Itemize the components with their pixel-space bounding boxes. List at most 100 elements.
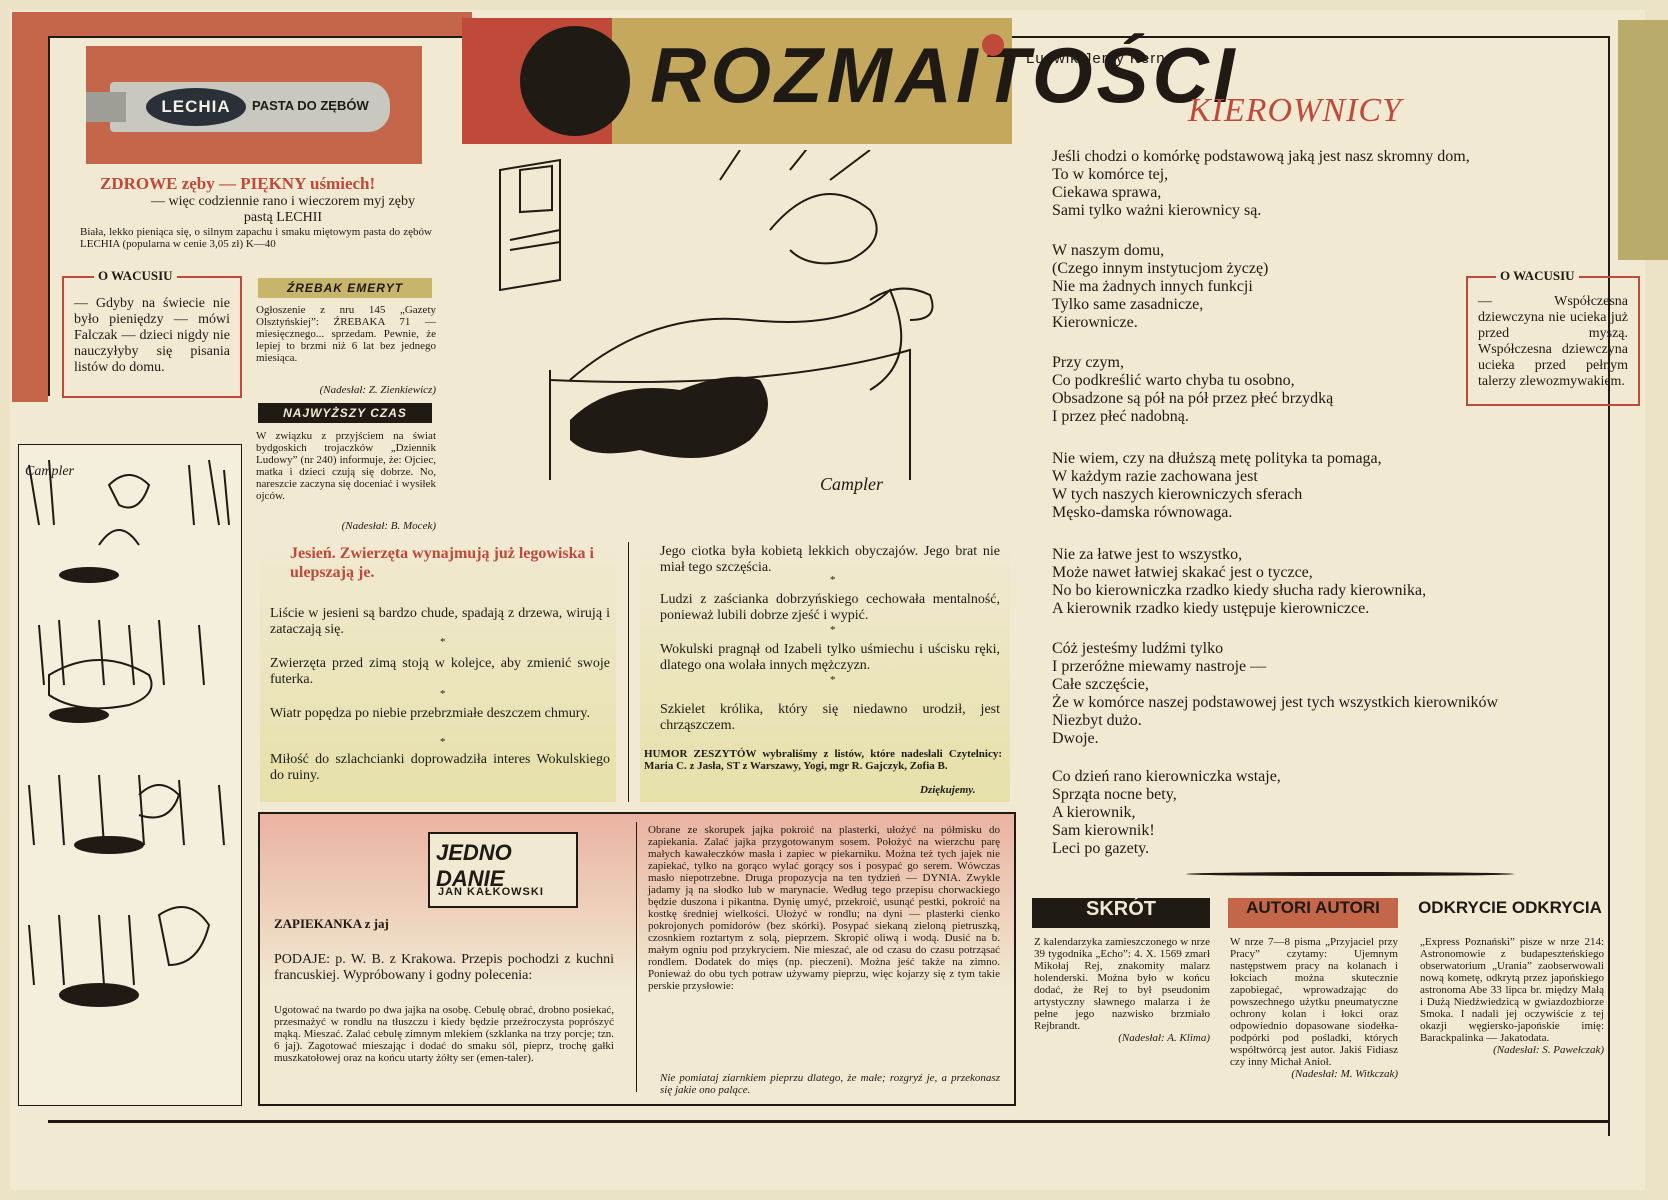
aphorism-right-1: Jego ciotka była kobietą lekkich obyczaj… [660,544,1000,575]
skrot-heading: SKRÓT [1032,898,1210,928]
poem-line: Cóż jesteśmy ludźmi tylko [1052,640,1224,657]
star-separator: * [440,688,446,700]
poem-line: W tych naszych kierowniczych sferach [1052,486,1303,503]
man-body [769,193,878,265]
najwyzszy-heading: NAJWYŻSZY CZAS [258,403,432,423]
poem-line: No bo kierowniczka rzadko kiedy słucha r… [1052,582,1427,599]
recipe-body-left: Ugotować na twardo po dwa jajka na osobę… [274,1004,614,1064]
wacusiu-left-heading: O WACUSIU [94,268,177,284]
poem-line: Że w komórce naszej podstawowej jest tyc… [1052,694,1499,711]
frame-line-right [1608,36,1610,1136]
title-black-blob [520,26,630,136]
orange-border-left [12,12,48,402]
humor-credits: HUMOR ZESZYTÓW wybraliśmy z listów, któr… [644,748,1002,772]
hole-1 [59,567,119,583]
poem-line: W naszym domu, [1052,242,1165,259]
recipe-logo-author: JAN KAŁKOWSKI [438,886,544,898]
poem-stanza-1: Jeśli chodzi o komórkę podstawową jaką j… [1052,148,1470,220]
figure-4 [157,906,211,967]
recipe-body-right: Obrane ze skorupek jajka pokroić na plas… [648,824,1000,992]
poem-line: Co dzień rano kierowniczka wstaje, [1052,768,1281,785]
figure-1 [98,474,151,546]
aphorisms-left-bg [260,542,616,802]
autori-signature: (Nadesłał: M. Witkczak) [1291,1068,1398,1080]
odkrycie-text: „Express Poznański” pisze w nrze 214: As… [1420,936,1604,1044]
recipe-separator [636,822,637,1092]
skrot-signature: (Nadesłał: A. Klima) [1118,1032,1210,1044]
recipe-box [258,812,1016,1106]
poem-line: W każdym razie zachowana jest [1052,468,1258,485]
grass-lines-2 [38,619,205,686]
poem-stanza-5: Nie za łatwe jest to wszystko, Może nawe… [1052,546,1426,618]
shelf-lines [509,229,561,251]
aphorism-left-2: Zwierzęta przed zimą stoją w kolejce, ab… [270,656,610,687]
recipe-logo-title: JEDNO DANIE [436,840,512,891]
odkrycie-heading: ODKRYCIE ODKRYCIA [1418,898,1602,917]
star-separator: * [440,636,446,648]
aphorism-right-3: Wokulski pragnął od Izabeli tylko uśmiec… [660,642,1000,673]
poem-line: I przez płeć nadobną. [1052,408,1189,425]
recipe-title: ZAPIEKANKA z jaj [274,916,389,931]
poem-line: Co podkreślić warto chyba tu osobno, [1052,372,1295,389]
zrebak-heading: ŹREBAK EMERYT [258,278,432,298]
orange-border-top [12,12,472,36]
poem-line: Nie ma żadnych innych funkcji [1052,278,1253,295]
poem-line: Całe szczęście, [1052,676,1149,693]
ad-product: PASTA DO ZĘBÓW [252,98,369,113]
autori-text: W nrze 7—8 pisma „Przyjaciel przy Pracy”… [1230,936,1398,1068]
poem-stanza-7: Co dzień rano kierowniczka wstaje, Sprzą… [1052,768,1281,858]
svg-text:Campler: Campler [25,464,75,479]
poem-line: Nie wiem, czy na dłuższą metę polityka t… [1052,450,1382,467]
poem-line: (Czego innym instytucjom życzę) [1052,260,1269,277]
poem-title: KIEROWNICY [1188,92,1402,129]
bed-frame [549,348,911,480]
skrot-box: Z kalendarzyka zamieszczonego w nrze 39 … [1034,936,1210,1044]
cartoon-strip: Campler [18,444,242,1106]
poem-line: Przy czym, [1052,354,1124,371]
poem-author: Ludwik Jerzy Kern [1026,50,1166,67]
wacusiu-left-box: O WACUSIU — Gdyby na świecie nie było pi… [62,268,242,398]
svg-text:Campler: Campler [820,474,884,494]
recipe-logo: JEDNO DANIE JAN KAŁKOWSKI [428,832,578,908]
figure-3-head [138,784,181,819]
poem-line: Obsadzone są pół na pół przez płeć brzyd… [1052,390,1334,407]
odkrycie-signature: (Nadesłał: S. Pawełczak) [1493,1044,1604,1056]
autori-box: W nrze 7—8 pisma „Przyjaciel przy Pracy”… [1230,936,1398,1080]
door-outline [499,158,561,292]
grass-lines-4 [28,914,135,986]
poem-stanza-3: Przy czym, Co podkreślić warto chyba tu … [1052,354,1333,426]
aphorism-left-4: Miłość do szlachcianki doprowadziła inte… [270,752,610,783]
frame-line-bottom [48,1120,1608,1123]
poem-stanza-4: Nie wiem, czy na dłuższą metę polityka t… [1052,450,1382,522]
frame-line-left [48,36,50,396]
poem-line: Kierownicze. [1052,314,1138,331]
aphorism-right-4: Szkielet królika, który się niedawno uro… [660,702,1000,733]
najwyzszy-signature: (Nadesłał: B. Mocek) [341,520,436,532]
bear-body [570,376,768,458]
bear-bed-cartoon: Campler [499,150,934,494]
poem-line: Leci po gazety. [1052,840,1150,857]
tiger-figure [48,659,153,710]
poem-line: Może nawet łatwiej skakać jest o tyczce, [1052,564,1313,581]
star-separator: * [830,674,836,686]
poem-line: Sami tylko ważni kierownicy są. [1052,202,1262,219]
grass-lines-1 [28,459,230,526]
decorative-divider [1186,872,1514,876]
tube-cap-icon [86,92,126,122]
grass-lines-3 [28,774,225,846]
aphorism-left-3: Wiatr popędza po niebie przebrzmiałe des… [270,706,590,721]
najwyzszy-text: W związku z przyjściem na świat bydgoski… [256,430,436,502]
hole-3 [74,836,144,854]
title-red-dot [982,34,1004,56]
aphorism-right-2: Ludzi z zaścianka dobrzyńskiego cechował… [660,592,1000,623]
aphorisms-heading: Jesień. Zwierzęta wynajmują już legowisk… [290,545,594,581]
skrot-text: Z kalendarzyka zamieszczonego w nrze 39 … [1034,936,1210,1032]
poem-line: Niezbyt dużo. [1052,712,1142,729]
poem-line: Męsko-damska równowaga. [1052,504,1233,521]
ad-brand: LECHIA [146,88,246,126]
poem-line: Nie za łatwe jest to wszystko, [1052,546,1243,563]
poem-stanza-2: W naszym domu, (Czego innym instytucjom … [1052,242,1268,332]
ad-fine-print: Biała, lekko pieniąca się, o silnym zapa… [80,226,432,250]
autori-heading: AUTORI AUTORI [1228,898,1398,928]
thanks-note: Dziękujemy. [920,784,976,796]
